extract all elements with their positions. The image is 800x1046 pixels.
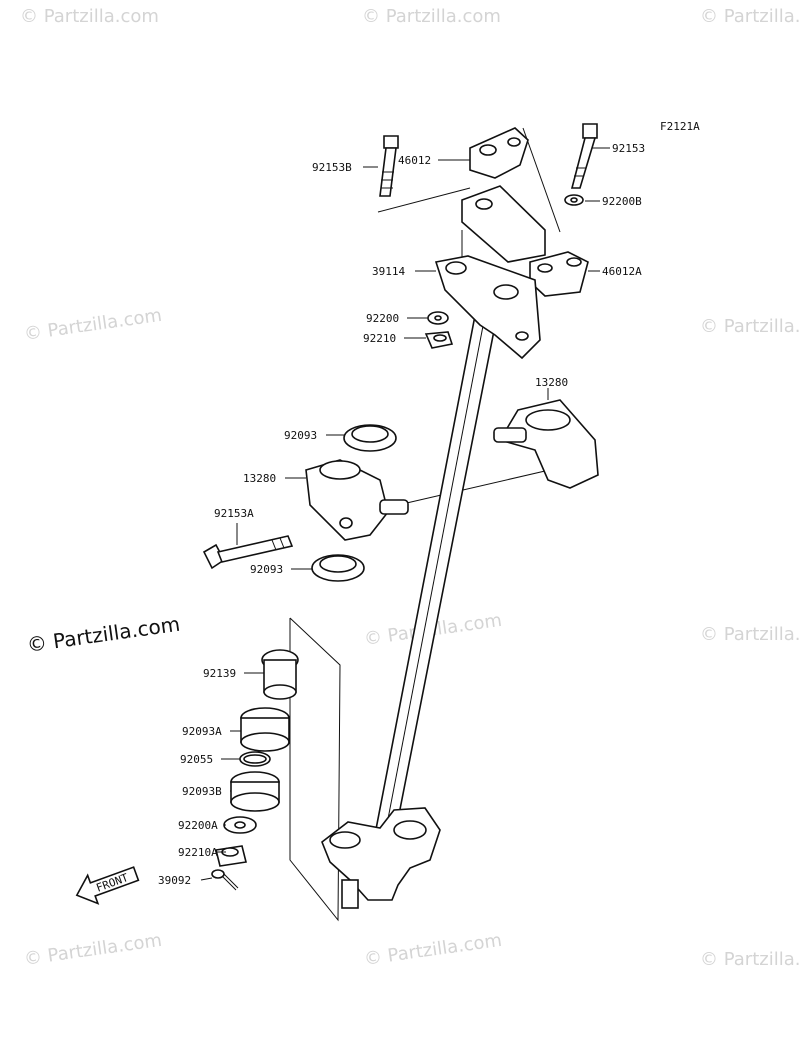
label-92153: 92153 xyxy=(612,142,645,155)
label-13280-right: 13280 xyxy=(535,376,568,389)
watermark: © Partzilla.com xyxy=(20,6,159,27)
figure-code: F2121A xyxy=(660,120,700,133)
watermark: © Partzilla.com xyxy=(700,949,800,970)
watermark: © Partzilla.com xyxy=(700,316,800,337)
part-39092-cotter-pin xyxy=(211,869,239,891)
part-46012A-holder xyxy=(529,251,589,297)
part-92200B-washer xyxy=(564,194,584,206)
steering-shaft xyxy=(371,299,501,851)
part-labels: 92153B 46012 92153 92200B 39114 46012A 9… xyxy=(158,142,645,887)
part-46012-holder-lower xyxy=(461,185,546,263)
label-92200: 92200 xyxy=(366,312,399,325)
label-92210A: 92210A xyxy=(178,846,218,859)
part-92093-seal-upper xyxy=(343,424,397,452)
watermark: © Partzilla.com xyxy=(23,930,163,970)
label-92139: 92139 xyxy=(203,667,236,680)
watermark: © Partzilla.com xyxy=(23,305,163,345)
part-92153-bolt xyxy=(570,123,598,189)
label-92200A: 92200A xyxy=(178,819,218,832)
part-92139-collar xyxy=(261,649,299,700)
label-92055: 92055 xyxy=(180,753,213,766)
watermark: © Partzilla.com xyxy=(362,6,501,27)
label-92093-lower: 92093 xyxy=(250,563,283,576)
part-39114-handle-bracket xyxy=(434,255,541,360)
front-direction-arrow: FRONT xyxy=(75,866,140,905)
watermark: © Partzilla.com xyxy=(700,624,800,645)
part-92200-washer xyxy=(427,311,449,325)
part-92093-seal-lower xyxy=(311,554,365,582)
label-92093-upper: 92093 xyxy=(284,429,317,442)
assembly-line xyxy=(397,467,559,506)
watermark: © Partzilla.com xyxy=(363,930,503,970)
part-92055-o-ring xyxy=(239,751,271,767)
assembly-bracket-bottom xyxy=(289,617,341,922)
part-steering-stem-lower xyxy=(321,807,441,909)
label-92200B: 92200B xyxy=(602,195,642,208)
label-46012: 46012 xyxy=(398,154,431,167)
assembly-line xyxy=(377,187,471,213)
part-92093B-bearing xyxy=(230,771,280,812)
watermark: © Partzilla.com xyxy=(700,6,800,27)
assembly-line xyxy=(522,127,561,233)
label-92210: 92210 xyxy=(363,332,396,345)
part-92210A-nut xyxy=(215,845,247,867)
part-92153B-bolt xyxy=(379,135,399,197)
part-92093A-bearing xyxy=(240,707,290,752)
part-92210-nut xyxy=(424,331,454,349)
label-92153A: 92153A xyxy=(214,507,254,520)
label-39114: 39114 xyxy=(372,265,405,278)
label-92093A: 92093A xyxy=(182,725,222,738)
watermark-main: © Partzilla.com xyxy=(25,612,181,657)
part-13280-clamp-right xyxy=(493,399,599,489)
part-92200A-washer xyxy=(223,816,257,834)
label-92153B: 92153B xyxy=(312,161,352,174)
part-46012-holder-upper xyxy=(469,127,529,179)
label-39092: 39092 xyxy=(158,874,191,887)
leader-lines xyxy=(200,147,610,881)
part-92153A-bolt xyxy=(202,535,294,570)
label-46012A: 46012A xyxy=(602,265,642,278)
part-13280-clamp-left xyxy=(305,459,409,541)
label-13280-left: 13280 xyxy=(243,472,276,485)
label-92093B: 92093B xyxy=(182,785,222,798)
